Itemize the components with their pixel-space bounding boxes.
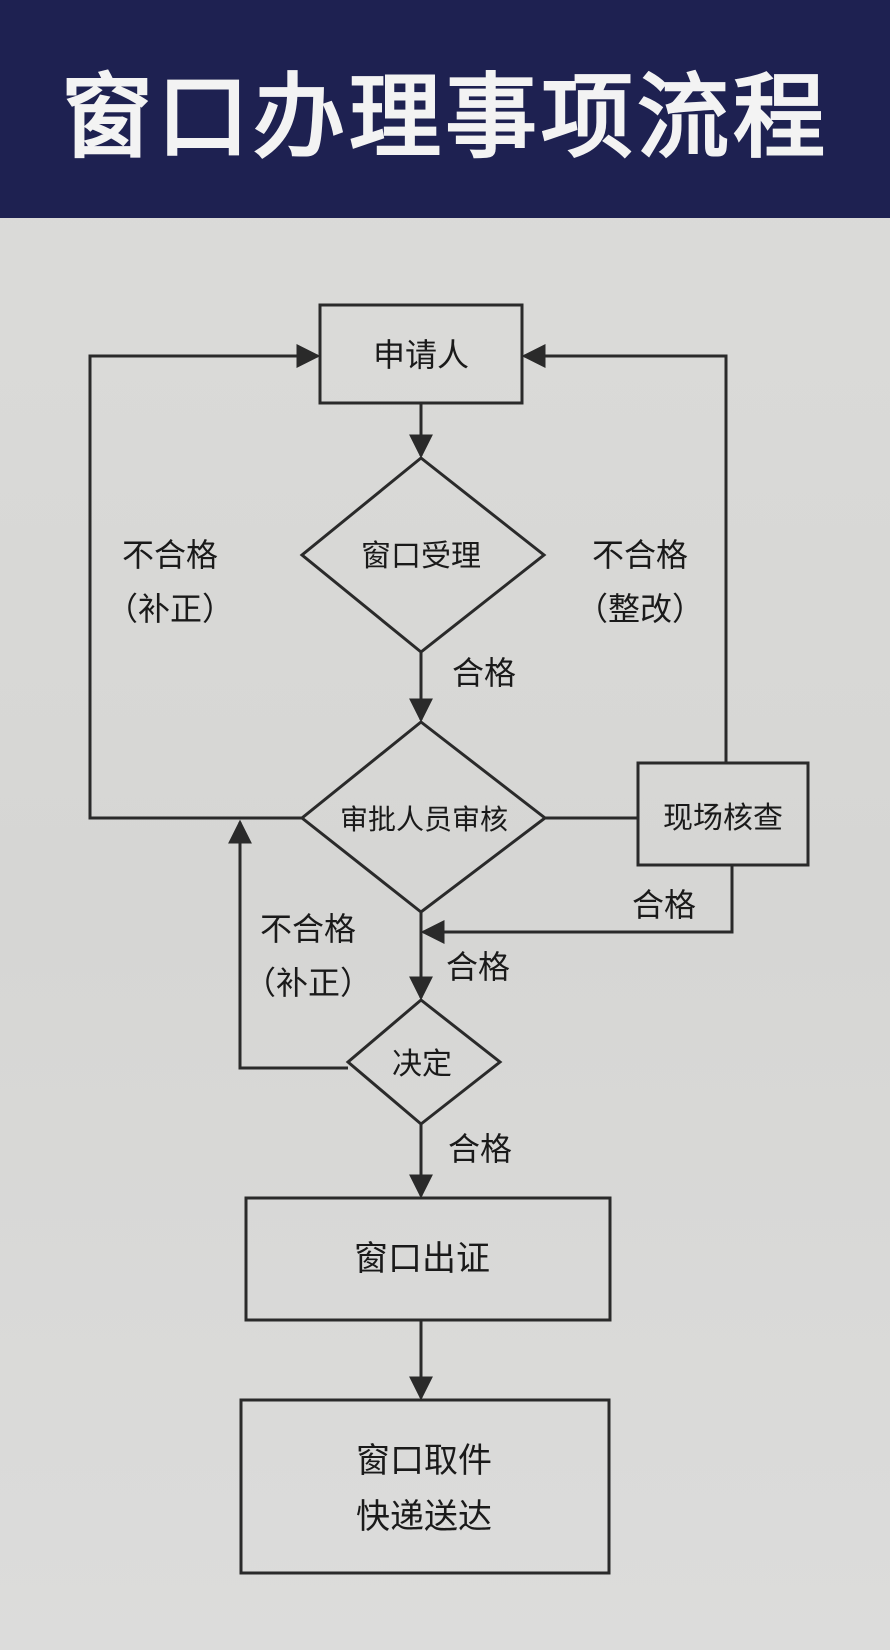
node-site-inspection <box>636 761 810 867</box>
label-pickup-line2: 快递送达 <box>356 1497 492 1537</box>
label-window-certificate: 窗口出证 <box>354 1239 490 1279</box>
title-banner <box>0 0 890 218</box>
label-pickup-line1: 窗口取件 <box>356 1441 492 1481</box>
label-decision-pass: 合格 <box>448 1130 512 1168</box>
label-applicant: 申请人 <box>373 336 469 374</box>
edge-inspection-fail-to-applicant <box>521 344 728 763</box>
label-decision-fail-line2: （补正） <box>244 964 372 1002</box>
label-window-acceptance: 窗口受理 <box>361 539 481 574</box>
label-review-pass: 合格 <box>446 948 510 986</box>
edge-review-fail-to-applicant <box>88 344 321 820</box>
label-left-loop-line1: 不合格 <box>122 536 218 574</box>
label-right-loop-line1: 不合格 <box>592 536 688 574</box>
label-decision: 决定 <box>392 1047 452 1082</box>
edge-decision-fail-to-review <box>228 819 348 1070</box>
label-left-loop-line2: （补正） <box>106 590 234 628</box>
node-pickup-delivery <box>239 1398 611 1575</box>
page-title: 窗口办理事项流程 <box>60 63 829 171</box>
label-inspection-pass: 合格 <box>632 886 696 924</box>
label-decision-fail-line1: 不合格 <box>260 910 356 948</box>
label-site-inspection: 现场核查 <box>663 801 783 836</box>
label-approver-review: 审批人员审核 <box>340 803 508 836</box>
label-accept-pass: 合格 <box>452 654 516 692</box>
edge-inspection-pass-to-main <box>420 865 734 944</box>
label-right-loop-line2: （整改） <box>576 590 704 628</box>
